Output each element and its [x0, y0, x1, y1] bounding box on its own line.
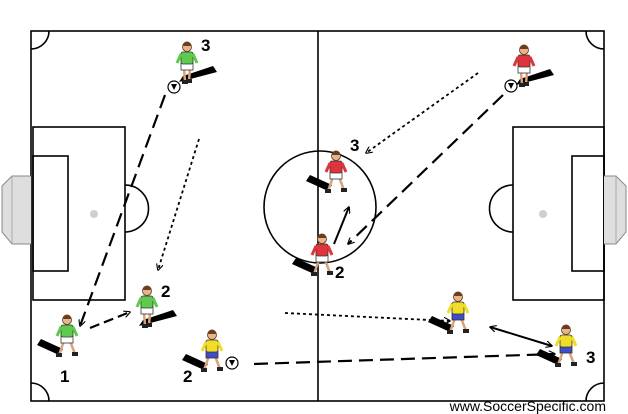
- player-hair: [454, 292, 463, 297]
- ball-icon: [505, 80, 517, 92]
- player-boot: [325, 189, 331, 193]
- player-hair: [63, 315, 72, 319]
- player-red-3: [306, 151, 347, 193]
- player-boot: [217, 367, 223, 371]
- corner-arc-top-left: [31, 31, 49, 49]
- right-penalty-box: [513, 127, 604, 300]
- player-boot: [201, 368, 207, 372]
- player-red-2: [292, 234, 333, 277]
- player-hair: [208, 330, 217, 335]
- player-boot: [447, 330, 453, 334]
- player-arm: [326, 163, 330, 172]
- number-red-3: 3: [350, 136, 359, 155]
- player-arm: [530, 57, 534, 66]
- player-boot: [555, 363, 561, 367]
- player-shirt: [560, 335, 572, 347]
- right-penalty-spot: [539, 210, 547, 218]
- number-red-2: 2: [335, 263, 344, 282]
- player-hair: [183, 42, 192, 47]
- player-shirt: [61, 325, 73, 337]
- player-arm: [342, 163, 346, 172]
- player-arm: [202, 342, 206, 351]
- player-red-top-right: [514, 45, 554, 88]
- number-green-2: 2: [161, 282, 170, 301]
- player-arm: [328, 246, 332, 255]
- player-shirt: [316, 244, 328, 256]
- run-arrow-yellow: [285, 313, 450, 321]
- number-green-3: 3: [201, 36, 210, 55]
- player-green-2: [137, 286, 177, 329]
- player-arm: [556, 337, 560, 346]
- player-shirt: [181, 52, 193, 64]
- player-arm: [218, 342, 222, 351]
- player-hair: [332, 151, 341, 155]
- right-penalty-arc: [489, 185, 513, 232]
- pitch-lines: [31, 31, 604, 401]
- left-penalty-arc: [125, 185, 148, 232]
- corner-arc-top-right: [586, 31, 604, 49]
- move-arrow-red2-to-red3: [334, 207, 349, 244]
- player-arm: [572, 337, 576, 346]
- player-hair: [143, 286, 152, 291]
- player-boot: [571, 362, 577, 366]
- ball-icon: [168, 81, 180, 93]
- right-goal: [604, 176, 626, 244]
- player-arm: [514, 57, 518, 66]
- player-yellow-2: [182, 330, 223, 373]
- player-green-1: [37, 315, 78, 357]
- player-arm: [448, 304, 452, 313]
- left-goal-box: [33, 156, 68, 271]
- player-green-3: [177, 42, 217, 85]
- double-arrow-yellow: [490, 327, 552, 346]
- number-green-1: 1: [60, 367, 69, 386]
- run-arrow-red-top: [366, 73, 478, 153]
- run-arrow-green: [158, 139, 199, 270]
- player-boot: [146, 323, 152, 327]
- player-arm: [193, 54, 197, 63]
- pass-arrow-green1-to-green2: [90, 312, 130, 328]
- left-penalty-box: [33, 127, 125, 300]
- player-boot: [327, 271, 333, 275]
- player-boot: [341, 188, 347, 192]
- corner-arc-bottom-left: [31, 383, 49, 401]
- player-arm: [312, 246, 316, 255]
- pass-arrow-red-right-to-red2: [348, 95, 503, 244]
- left-goal: [2, 176, 31, 244]
- pass-arrow-yellow2-to-yellow3: [254, 354, 555, 364]
- website-credit: www.SoccerSpecific.com: [450, 398, 606, 414]
- player-shirt: [330, 161, 342, 173]
- player-hair: [520, 45, 529, 50]
- player-boot: [463, 329, 469, 333]
- player-shirt: [452, 302, 464, 314]
- player-boot: [523, 82, 529, 86]
- player-arm: [73, 327, 77, 336]
- right-goal-box: [572, 156, 604, 271]
- player-arm: [57, 327, 61, 336]
- left-penalty-spot: [90, 210, 98, 218]
- player-hair: [562, 325, 571, 330]
- player-arm: [153, 298, 157, 307]
- player-yellow-mid: [428, 292, 469, 335]
- ball-icon: [226, 357, 238, 369]
- player-boot: [72, 352, 78, 356]
- player-arm: [177, 54, 181, 63]
- number-yellow-3: 3: [586, 348, 595, 367]
- player-boot: [186, 79, 192, 83]
- players-layer: [37, 42, 577, 373]
- player-shirt: [518, 55, 530, 67]
- player-arm: [464, 304, 468, 313]
- player-boot: [56, 353, 62, 357]
- player-shirt: [141, 296, 153, 308]
- player-boot: [311, 272, 317, 276]
- player-hair: [318, 234, 327, 239]
- player-yellow-3: [536, 325, 577, 368]
- number-yellow-2: 2: [183, 367, 192, 386]
- player-shirt: [206, 340, 218, 352]
- player-arm: [137, 298, 141, 307]
